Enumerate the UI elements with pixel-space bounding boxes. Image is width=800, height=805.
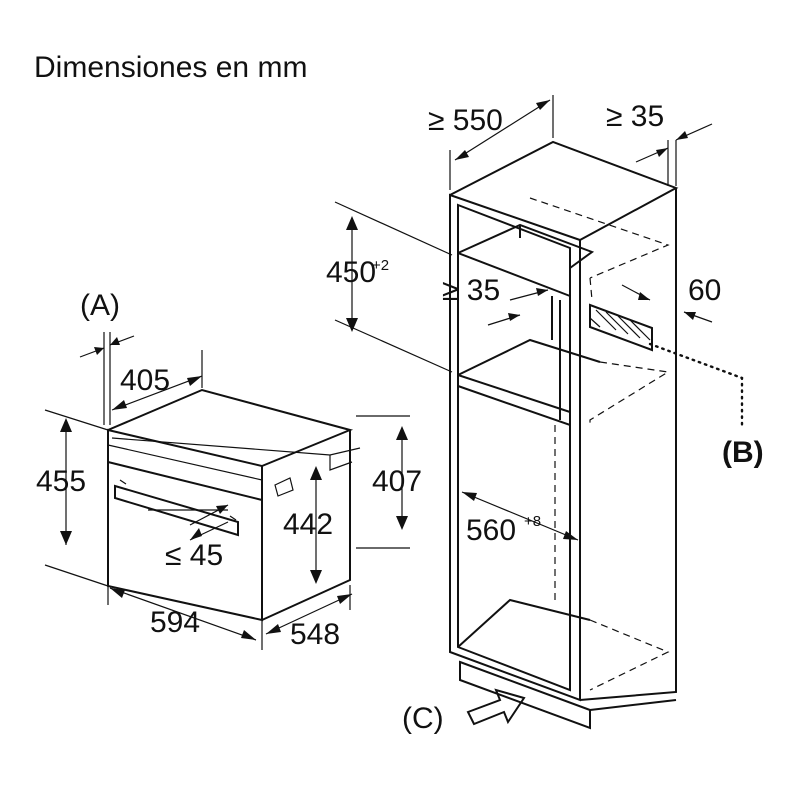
dim-vent-label: 60 — [688, 274, 721, 307]
dim-594-label: 594 — [150, 606, 200, 639]
oven-door-top — [107, 461, 263, 501]
bottom-shelf — [457, 598, 591, 648]
upper-shelf — [457, 223, 595, 269]
cabinet-top — [449, 140, 679, 241]
label-b: (B) — [722, 436, 764, 469]
plinth-side — [589, 699, 677, 711]
vent-hatching — [589, 309, 651, 341]
dim-450: 450 +2 — [326, 201, 453, 373]
oven-step — [329, 455, 353, 471]
dim-455: 455 — [36, 409, 109, 587]
dim-407: 407 — [356, 415, 422, 549]
hidden-top — [529, 197, 670, 301]
dim-455-label: 455 — [36, 465, 86, 498]
dim-560: 560 +8 — [461, 491, 579, 547]
dim-560-label: 560 — [466, 514, 516, 547]
hidden-middle — [589, 361, 670, 425]
dim-vent: 60 — [621, 274, 721, 323]
diagram-title: Dimensiones en mm — [34, 51, 307, 84]
hidden-bottom — [589, 619, 670, 691]
dim-shelf-gap: ≥ 35 — [442, 274, 549, 326]
dim-550: ≥ 550 — [428, 95, 554, 190]
dim-shelf-gap-label: ≥ 35 — [442, 274, 500, 307]
oven-fascia-line — [107, 444, 263, 481]
oven-drawing — [107, 388, 361, 622]
cabinet-drawing — [449, 140, 679, 730]
label-a: (A) — [80, 289, 120, 322]
dim-407-label: 407 — [372, 465, 422, 498]
dim-405: 405 — [111, 350, 203, 411]
dim-back-gap-label: ≥ 35 — [606, 100, 664, 133]
dim-560-tolerance: +8 — [524, 513, 541, 530]
vent-column — [551, 296, 561, 420]
dim-405-label: 405 — [120, 364, 170, 397]
cabinet-front-inner — [457, 203, 571, 692]
dim-442-label: 442 — [283, 508, 333, 541]
middle-shelf-front — [457, 374, 571, 427]
plinth — [459, 660, 591, 730]
dim-a-gap — [79, 332, 135, 425]
middle-shelf-top — [457, 338, 601, 376]
oven-handle-brackets — [119, 479, 237, 521]
oven-side — [261, 430, 351, 621]
label-b-leader: (B) — [648, 342, 764, 469]
label-c: (C) — [402, 702, 444, 735]
label-c-arrow: (C) — [402, 688, 526, 735]
dim-back-gap: ≥ 35 — [606, 100, 713, 186]
dim-442: 442 — [283, 466, 333, 584]
cabinet-side — [579, 188, 677, 701]
dim-handle-gap: ≤ 45 — [148, 504, 229, 572]
dim-548: 548 — [265, 585, 353, 651]
dim-594: 594 — [107, 560, 263, 650]
cabinet-front-outer — [449, 193, 581, 702]
dim-550-label: ≥ 550 — [428, 104, 503, 137]
vent-grille — [589, 303, 653, 352]
dim-450-label: 450 — [326, 256, 376, 289]
upper-shelf-front — [457, 252, 571, 297]
dim-450-tolerance: +2 — [372, 257, 389, 274]
dim-548-label: 548 — [290, 618, 340, 651]
oven-top — [107, 388, 354, 467]
dim-handle-gap-label: ≤ 45 — [165, 539, 223, 572]
oven-latch — [274, 477, 294, 497]
